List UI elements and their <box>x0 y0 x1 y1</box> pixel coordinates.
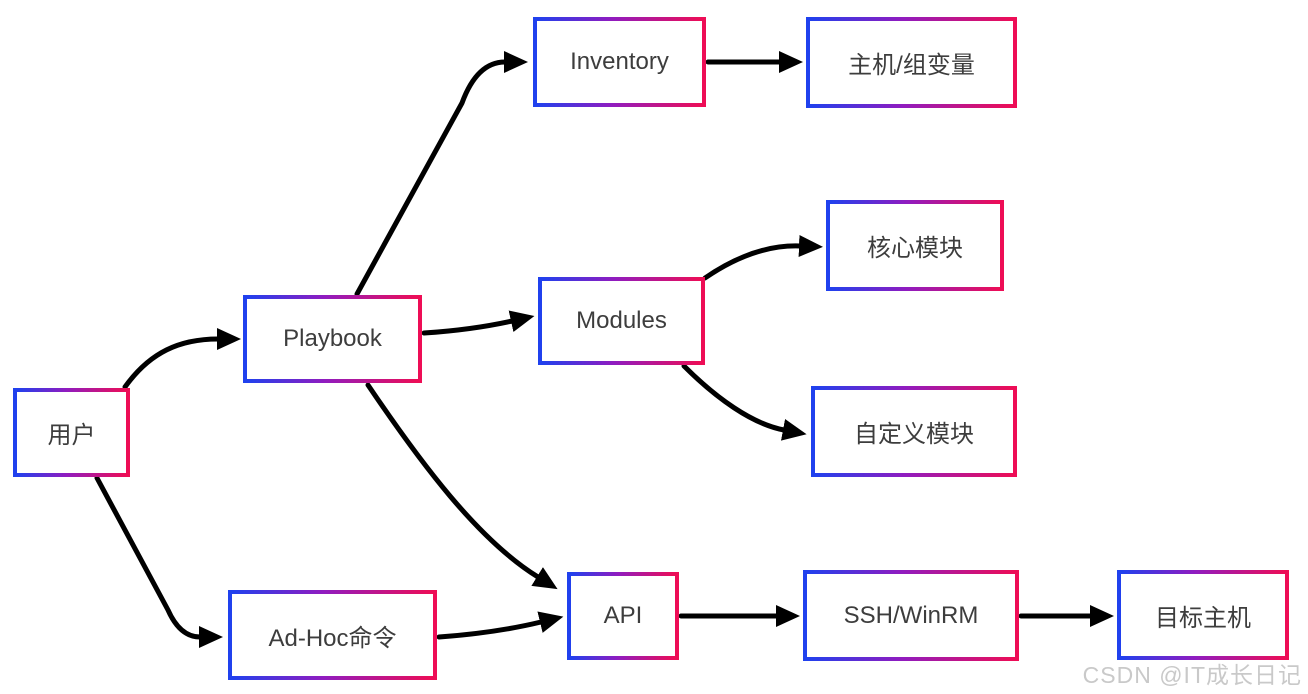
node-modules: Modules <box>538 277 705 365</box>
node-label-playbook: Playbook <box>283 325 382 352</box>
node-user: 用户 <box>13 388 130 477</box>
node-label-inventory: Inventory <box>570 48 669 75</box>
node-label-coremod: 核心模块 <box>867 235 963 262</box>
node-adhoc: Ad-Hoc命令 <box>228 590 437 680</box>
node-coremod: 核心模块 <box>826 200 1004 291</box>
node-ssh: SSH/WinRM <box>803 570 1019 661</box>
edge-playbook-modules <box>421 310 535 336</box>
node-label-adhoc: Ad-Hoc命令 <box>268 624 397 652</box>
node-label-custommod: 自定义模块 <box>854 421 974 448</box>
node-label-user: 用户 <box>47 422 96 449</box>
edge-modules-coremod <box>702 234 823 281</box>
node-label-hostvars: 主机/组变量 <box>848 52 975 79</box>
node-api: API <box>567 572 679 660</box>
node-label-target: 目标主机 <box>1155 604 1251 632</box>
watermark: CSDN @IT成长日记 <box>1082 662 1302 688</box>
node-label-modules: Modules <box>576 307 667 334</box>
node-playbook: Playbook <box>243 295 422 383</box>
edge-modules-custommod <box>681 363 807 441</box>
edge-user-adhoc <box>94 475 223 648</box>
edge-user-playbook <box>122 328 241 390</box>
edge-playbook-inventory <box>354 51 528 297</box>
node-inventory: Inventory <box>533 17 706 107</box>
node-label-ssh: SSH/WinRM <box>843 601 979 629</box>
edge-playbook-api <box>365 382 558 590</box>
edge-adhoc-api <box>436 611 564 640</box>
node-custommod: 自定义模块 <box>811 386 1017 477</box>
node-hostvars: 主机/组变量 <box>806 17 1017 108</box>
node-label-api: API <box>603 602 643 629</box>
node-target: 目标主机 <box>1117 570 1289 660</box>
